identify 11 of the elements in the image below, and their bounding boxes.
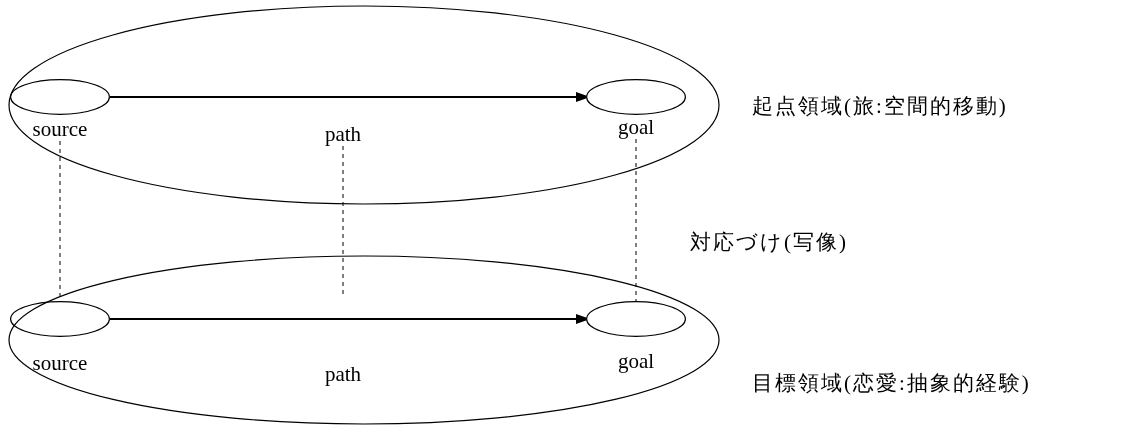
role-label: goal — [616, 349, 656, 373]
role-label: source — [31, 117, 89, 141]
role-label: goal — [616, 115, 656, 139]
mapping-label: 対応づけ(写像) — [690, 230, 848, 254]
mapping-line — [635, 138, 637, 302]
domain-heading: 起点領域(旅:空間的移動) — [752, 94, 1008, 118]
role-label: path — [313, 122, 373, 146]
role-label: source — [31, 351, 89, 375]
mapping-line — [342, 145, 344, 296]
domain-heading: 目標領域(恋愛:抽象的経験) — [752, 371, 1031, 395]
role-label: path — [323, 362, 363, 386]
